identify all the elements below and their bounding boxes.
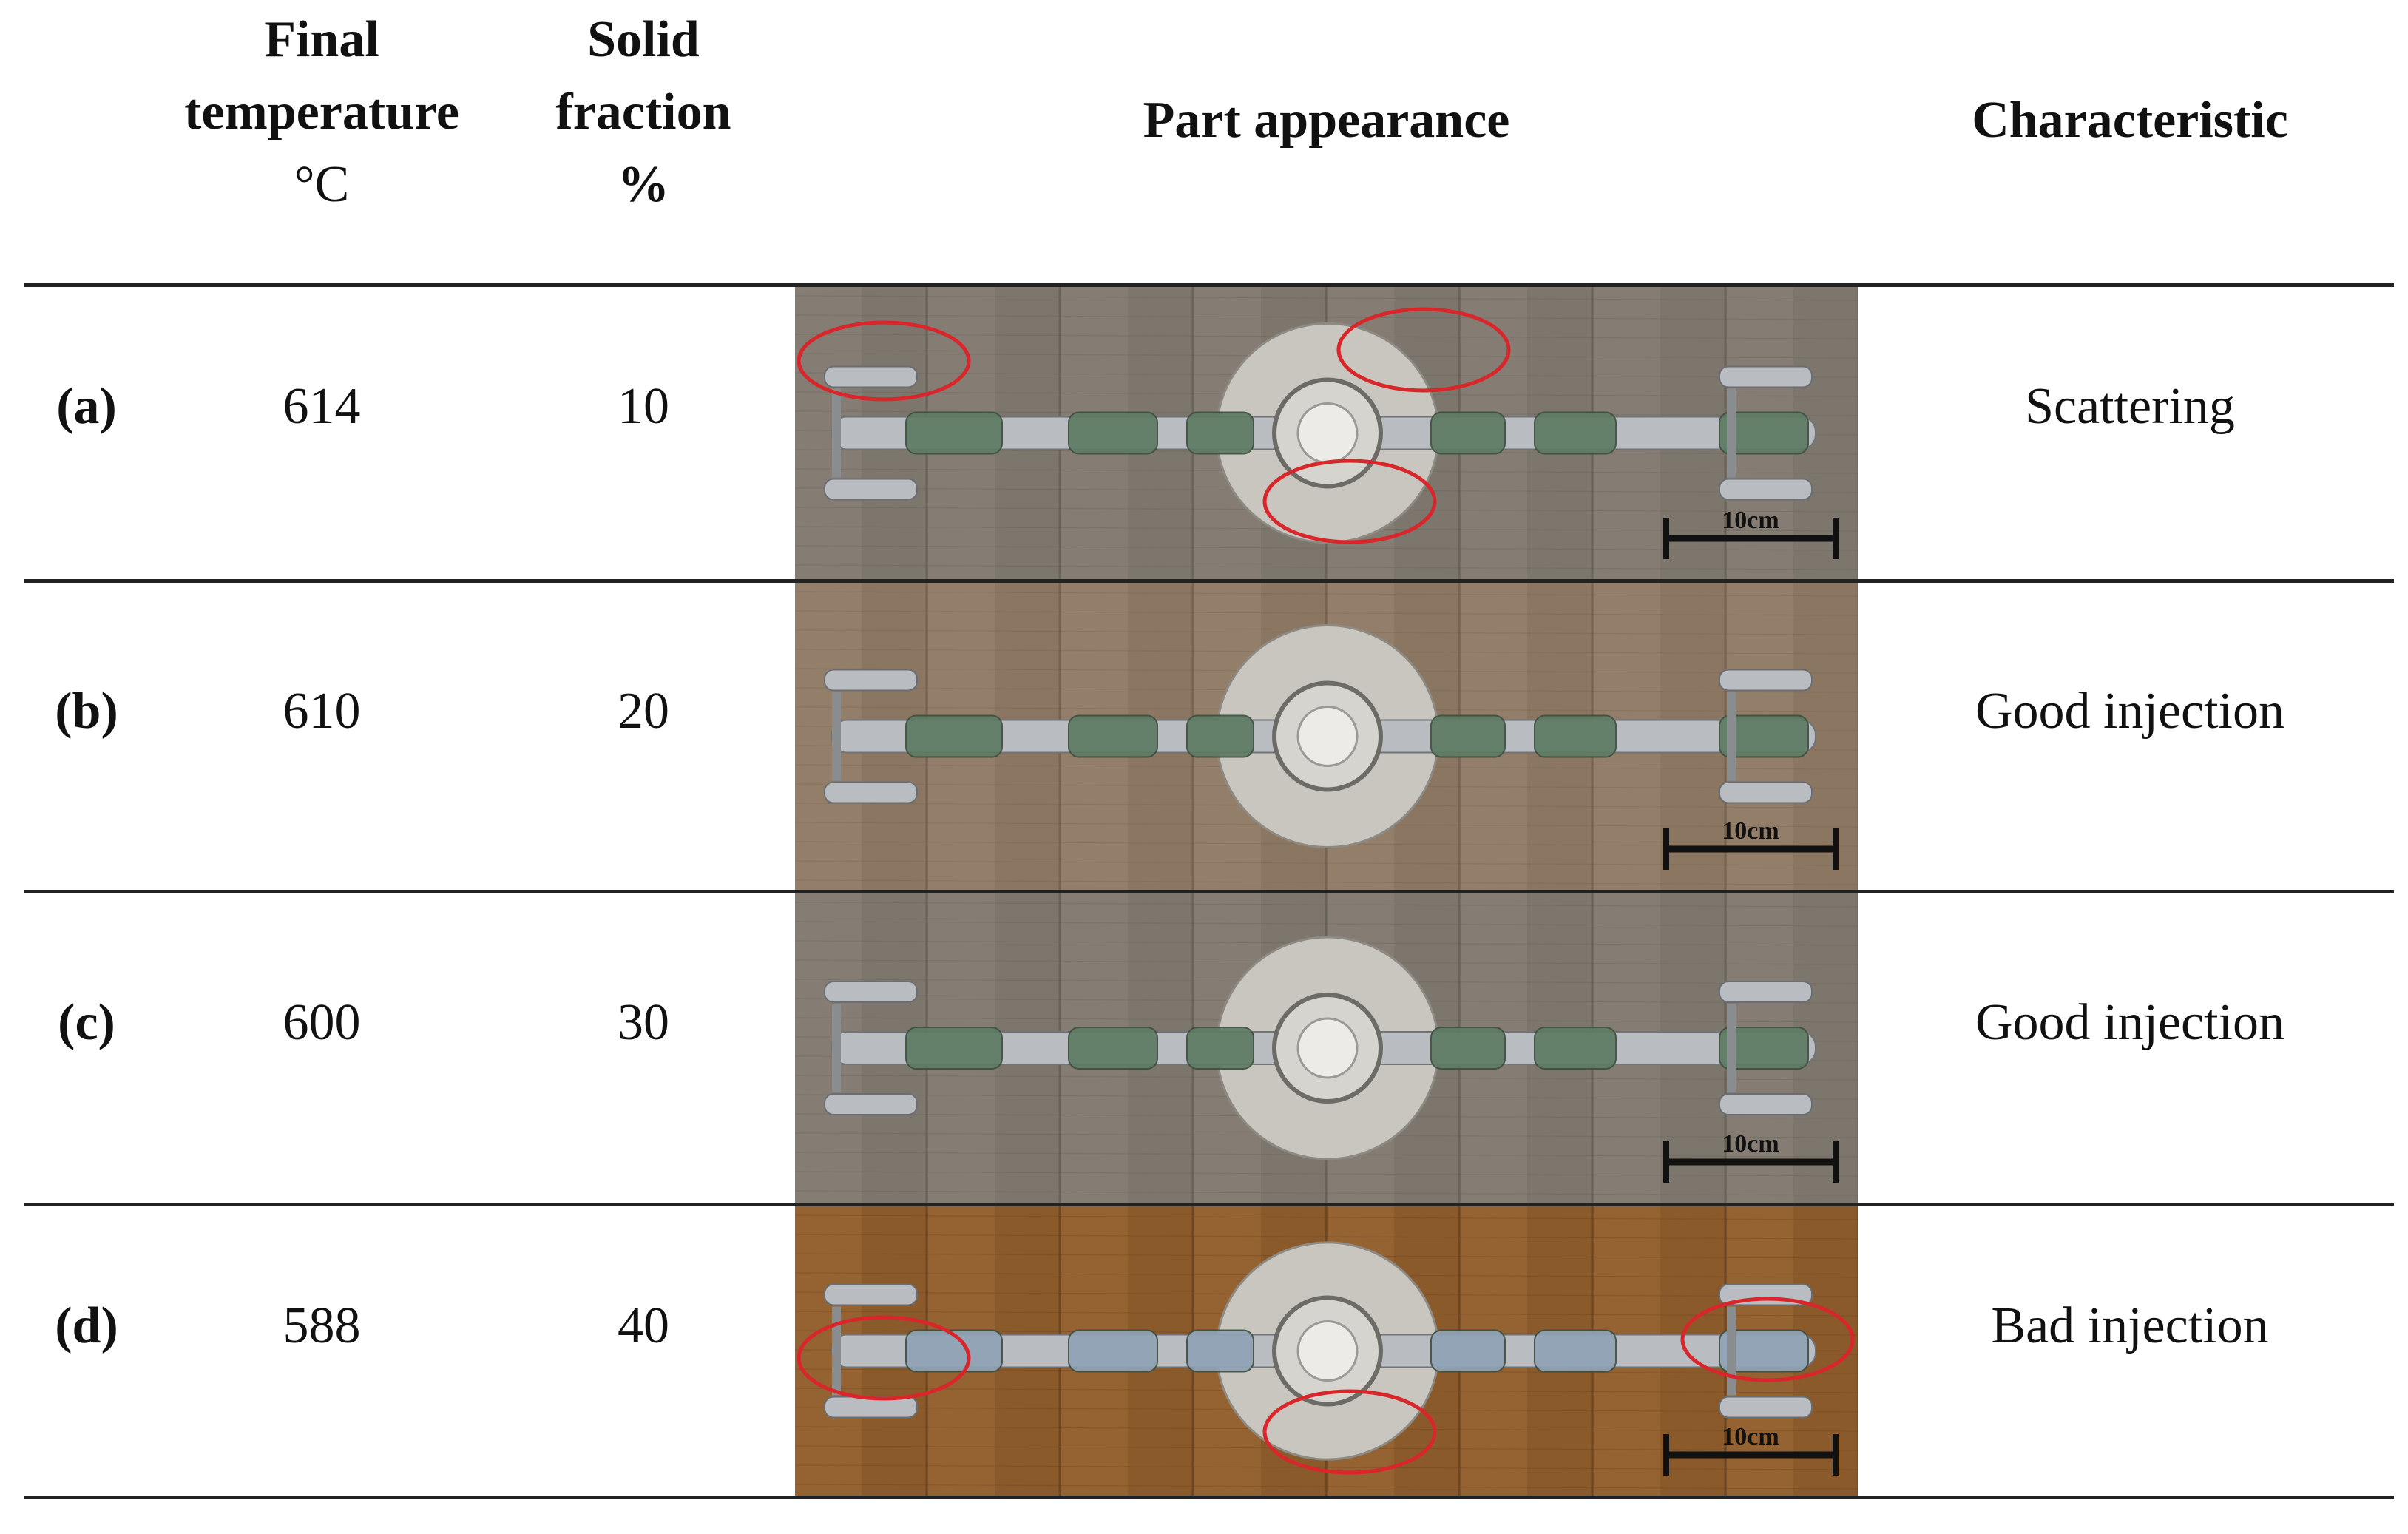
characteristic-cell: Good injection [1975, 994, 2284, 1051]
solid-fraction-cell: 30 [618, 994, 669, 1051]
solid-fraction-cell: 20 [618, 683, 669, 740]
rule-ab [24, 579, 2394, 583]
rule-bc [24, 890, 2394, 893]
scale-bar-label: 10cm [1722, 507, 1779, 534]
header-part-appearance: Part appearance [1143, 92, 1510, 149]
rule-top [24, 283, 2394, 287]
rule-cd [24, 1203, 2394, 1206]
rule-bottom [24, 1496, 2394, 1499]
row-label: (d) [55, 1297, 118, 1354]
scale-bar-label: 10cm [1722, 1130, 1779, 1158]
temperature-cell: 588 [283, 1297, 361, 1354]
scale-bar-label: 10cm [1722, 817, 1779, 845]
row-label: (a) [56, 378, 117, 435]
header-solid-fraction: Solid fraction % [555, 11, 731, 213]
temperature-cell: 614 [283, 378, 361, 435]
row-label: (c) [58, 994, 115, 1051]
header-characteristic: Characteristic [1972, 92, 2288, 149]
solid-fraction-cell: 40 [618, 1297, 669, 1354]
header-final-temperature: Final temperature °C [184, 11, 459, 213]
part-photo: 10cm [795, 287, 1858, 579]
temperature-cell: 610 [283, 683, 361, 740]
characteristic-cell: Scattering [2025, 378, 2235, 435]
temperature-cell: 600 [283, 994, 361, 1051]
row-label: (b) [55, 683, 118, 740]
scale-bar-label: 10cm [1722, 1423, 1779, 1450]
characteristic-cell: Bad injection [1991, 1297, 2269, 1354]
part-photo: 10cm [795, 893, 1858, 1203]
solid-fraction-cell: 10 [618, 378, 669, 435]
part-photo: 10cm [795, 583, 1858, 890]
part-photo: 10cm [795, 1206, 1858, 1496]
characteristic-cell: Good injection [1975, 683, 2284, 740]
